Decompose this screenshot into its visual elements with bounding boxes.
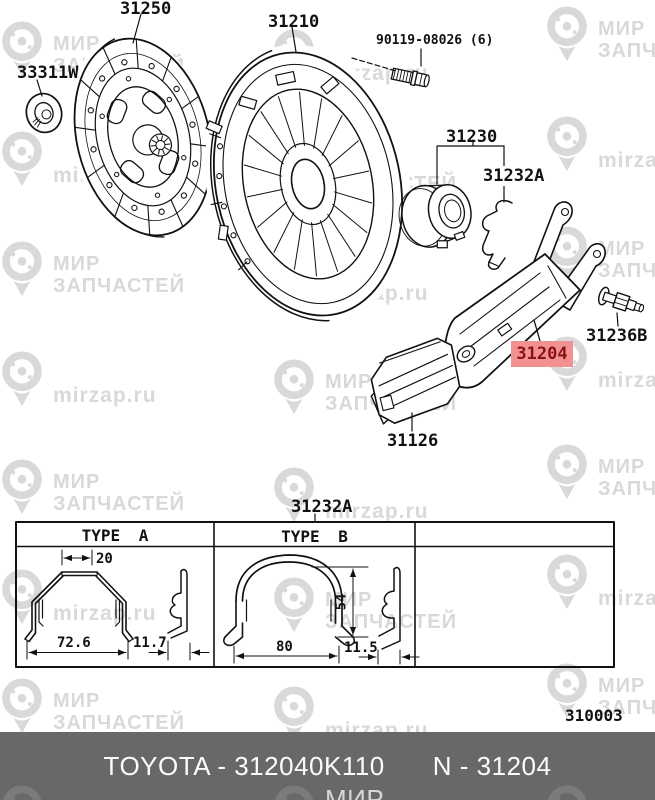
- watermark-site: mirzap.ru: [0, 350, 157, 408]
- footer-catalog-number: N - 31204: [432, 750, 552, 781]
- watermark-site: mirzap.ru: [545, 553, 655, 611]
- watermark-site: mirzap.ru: [272, 466, 429, 524]
- clutch-cover-drawing: [204, 44, 412, 324]
- clip-drawing: [481, 199, 513, 270]
- type-b-dimension-lines: [233, 566, 420, 665]
- pin-logo-icon: [272, 784, 316, 800]
- label-clutch-disc[interactable]: 31250: [120, 0, 172, 19]
- release-bearing-drawing: [398, 183, 472, 249]
- label-pivot-bolt[interactable]: 31236B: [586, 326, 648, 346]
- pin-logo-icon: [545, 784, 589, 800]
- watermark-site: mirzap.ru: [0, 568, 157, 626]
- watermark-site: mirzap.ru: [545, 335, 655, 393]
- watermark-site: mirzap.ru: [545, 115, 655, 173]
- pivot-bolt-leader: [616, 312, 619, 327]
- label-fork-highlighted[interactable]: 31204: [511, 341, 573, 367]
- cover-leader-line: [291, 26, 297, 53]
- dim-type-b-width: 80: [276, 639, 293, 655]
- label-release-bearing[interactable]: 31230: [446, 127, 498, 147]
- bolt-dashed-leader: [351, 57, 397, 72]
- table-header-type-b: TYPE B: [281, 527, 348, 546]
- type-a-clip-drawing: [24, 568, 188, 643]
- figure-number: 310003: [565, 706, 623, 725]
- dim-type-a-clip-width: 11.7: [133, 635, 167, 651]
- table-header-type-a: TYPE A: [81, 526, 149, 545]
- bolt-drawing: [390, 67, 430, 88]
- dim-type-b-clip-width: 11.5: [344, 640, 378, 656]
- watermark-site: mirzap.ru: [0, 784, 166, 800]
- dim-type-a-base-width: 72.6: [57, 635, 91, 651]
- label-bolt[interactable]: 90119-08026 (6): [376, 33, 494, 48]
- seal-leader-line: [36, 79, 43, 97]
- label-clutch-cover[interactable]: 31210: [268, 12, 320, 32]
- seal-drawing: [25, 92, 63, 134]
- fork-leader-line: [533, 319, 541, 342]
- disc-leader-line: [132, 13, 142, 44]
- label-boot[interactable]: 31126: [387, 431, 439, 451]
- footer-brand-part: TOYOTA - 312040K110: [103, 750, 385, 781]
- dim-type-a-top-width: 20: [96, 551, 113, 567]
- clip-table-lines: [15, 513, 615, 668]
- pivot-bolt-drawing: [597, 286, 645, 313]
- release-fork-drawing: [443, 201, 606, 389]
- watermark-site: mirzap.ru: [545, 784, 655, 800]
- label-seal[interactable]: 33311W: [17, 63, 79, 83]
- clutch-disc-drawing: [68, 35, 214, 240]
- label-clip[interactable]: 31232A: [481, 166, 547, 186]
- bearing-bracket-lines: [436, 139, 505, 203]
- type-b-clip-drawing: [223, 554, 401, 650]
- boot-drawing: [370, 337, 461, 425]
- dim-type-b-height: 54: [333, 593, 350, 611]
- label-table-title: 31232A: [291, 497, 353, 517]
- type-a-dimension-lines: [26, 549, 210, 661]
- pin-logo-icon: [0, 784, 44, 800]
